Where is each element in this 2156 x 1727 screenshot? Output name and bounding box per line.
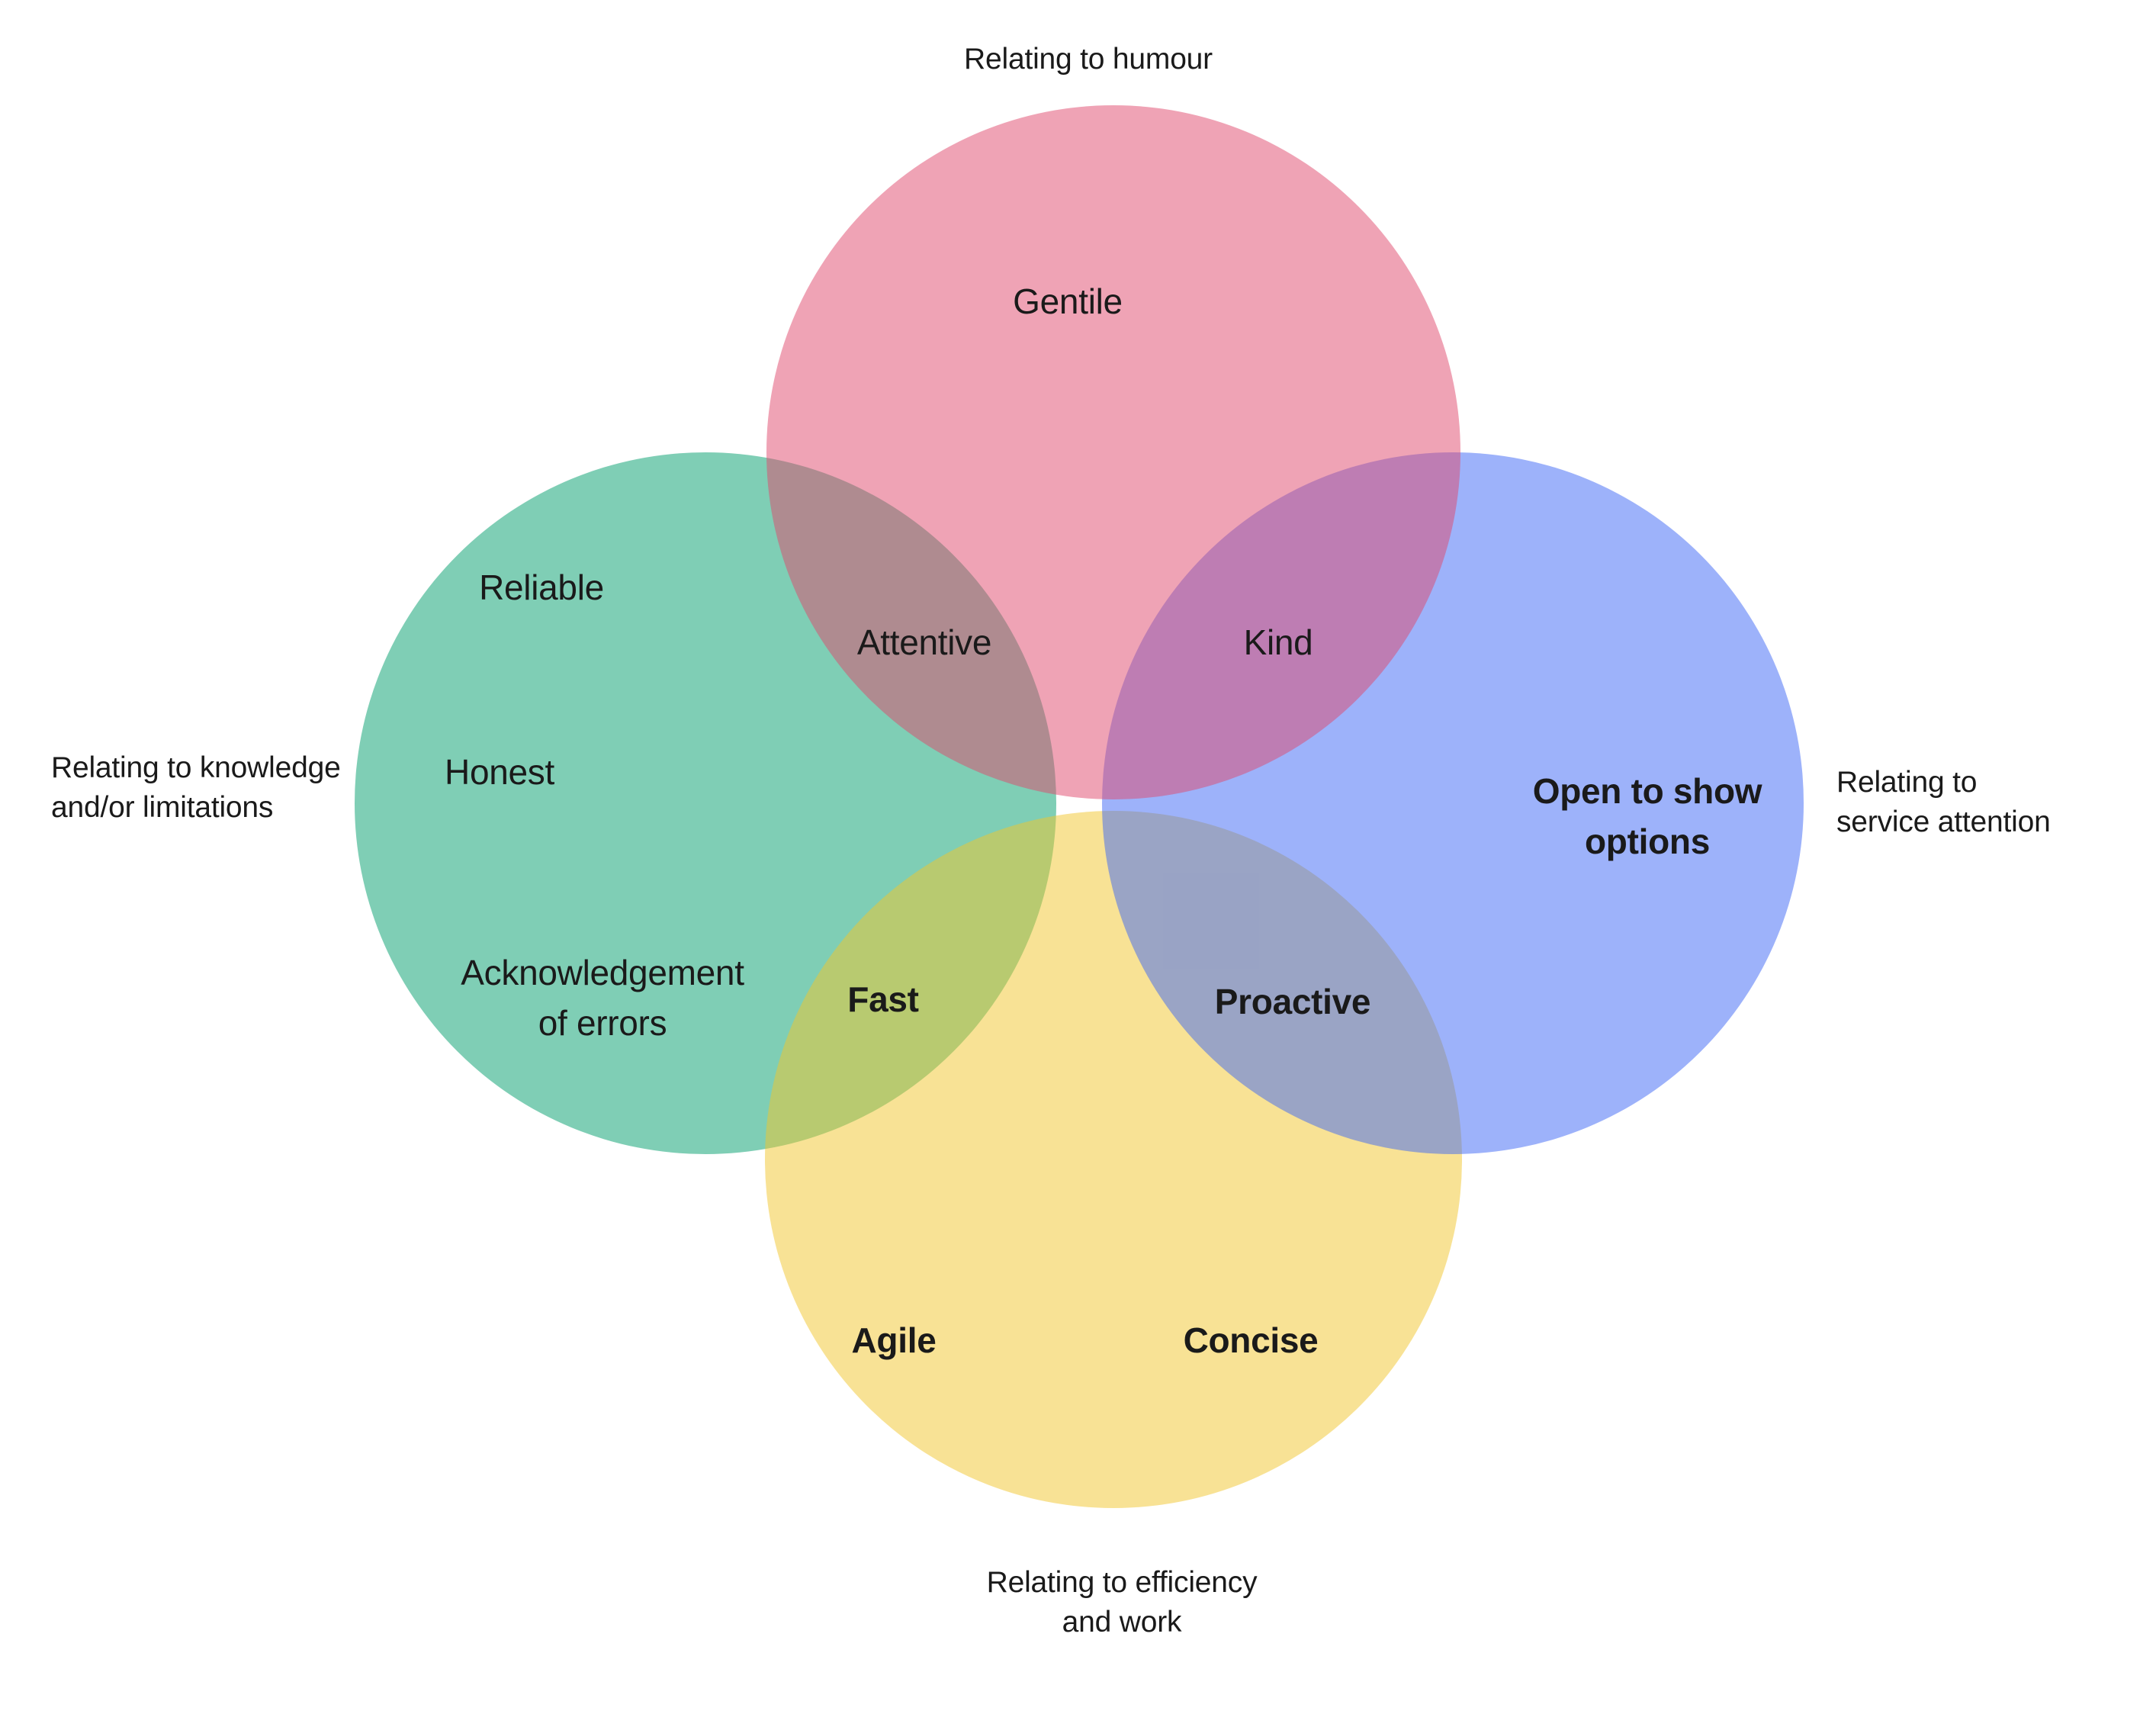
label-kind: Kind xyxy=(1243,622,1313,662)
outside-label-efficiency-line-1: Relating to efficiency xyxy=(986,1566,1258,1599)
label-open-line-1: Open to show xyxy=(1532,771,1762,811)
label-acknowledgement-of-errors: Acknowledgement of errors xyxy=(461,947,744,1048)
label-gentile: Gentile xyxy=(1013,281,1123,321)
label-acknowledgement-line-2: of errors xyxy=(538,1003,667,1043)
label-fast: Fast xyxy=(847,979,919,1019)
label-agile: Agile xyxy=(851,1320,937,1360)
label-honest: Honest xyxy=(445,752,554,792)
outside-label-efficiency-line-2: and work xyxy=(1062,1606,1182,1639)
label-proactive: Proactive xyxy=(1214,982,1371,1021)
label-concise: Concise xyxy=(1183,1320,1319,1360)
label-open-to-show-options: Open to show options xyxy=(1533,766,1762,867)
outside-label-humour: Relating to humour xyxy=(964,43,1213,76)
outside-label-efficiency: Relating to efficiency and work xyxy=(987,1563,1258,1642)
label-acknowledgement-line-1: Acknowledgement xyxy=(461,953,744,992)
outside-label-knowledge-line-1: Relating to knowledge xyxy=(51,751,341,784)
label-attentive: Attentive xyxy=(856,622,992,662)
label-reliable: Reliable xyxy=(479,568,604,607)
outside-label-knowledge: Relating to knowledge and/or limitations xyxy=(51,748,341,828)
outside-label-service-line-1: Relating to xyxy=(1836,766,1978,799)
outside-label-service-line-2: service attention xyxy=(1836,806,2051,838)
label-open-line-2: options xyxy=(1585,822,1710,861)
humour-circle xyxy=(766,105,1460,799)
outside-label-knowledge-line-2: and/or limitations xyxy=(51,791,274,824)
outside-label-service: Relating to service attention xyxy=(1836,763,2051,842)
